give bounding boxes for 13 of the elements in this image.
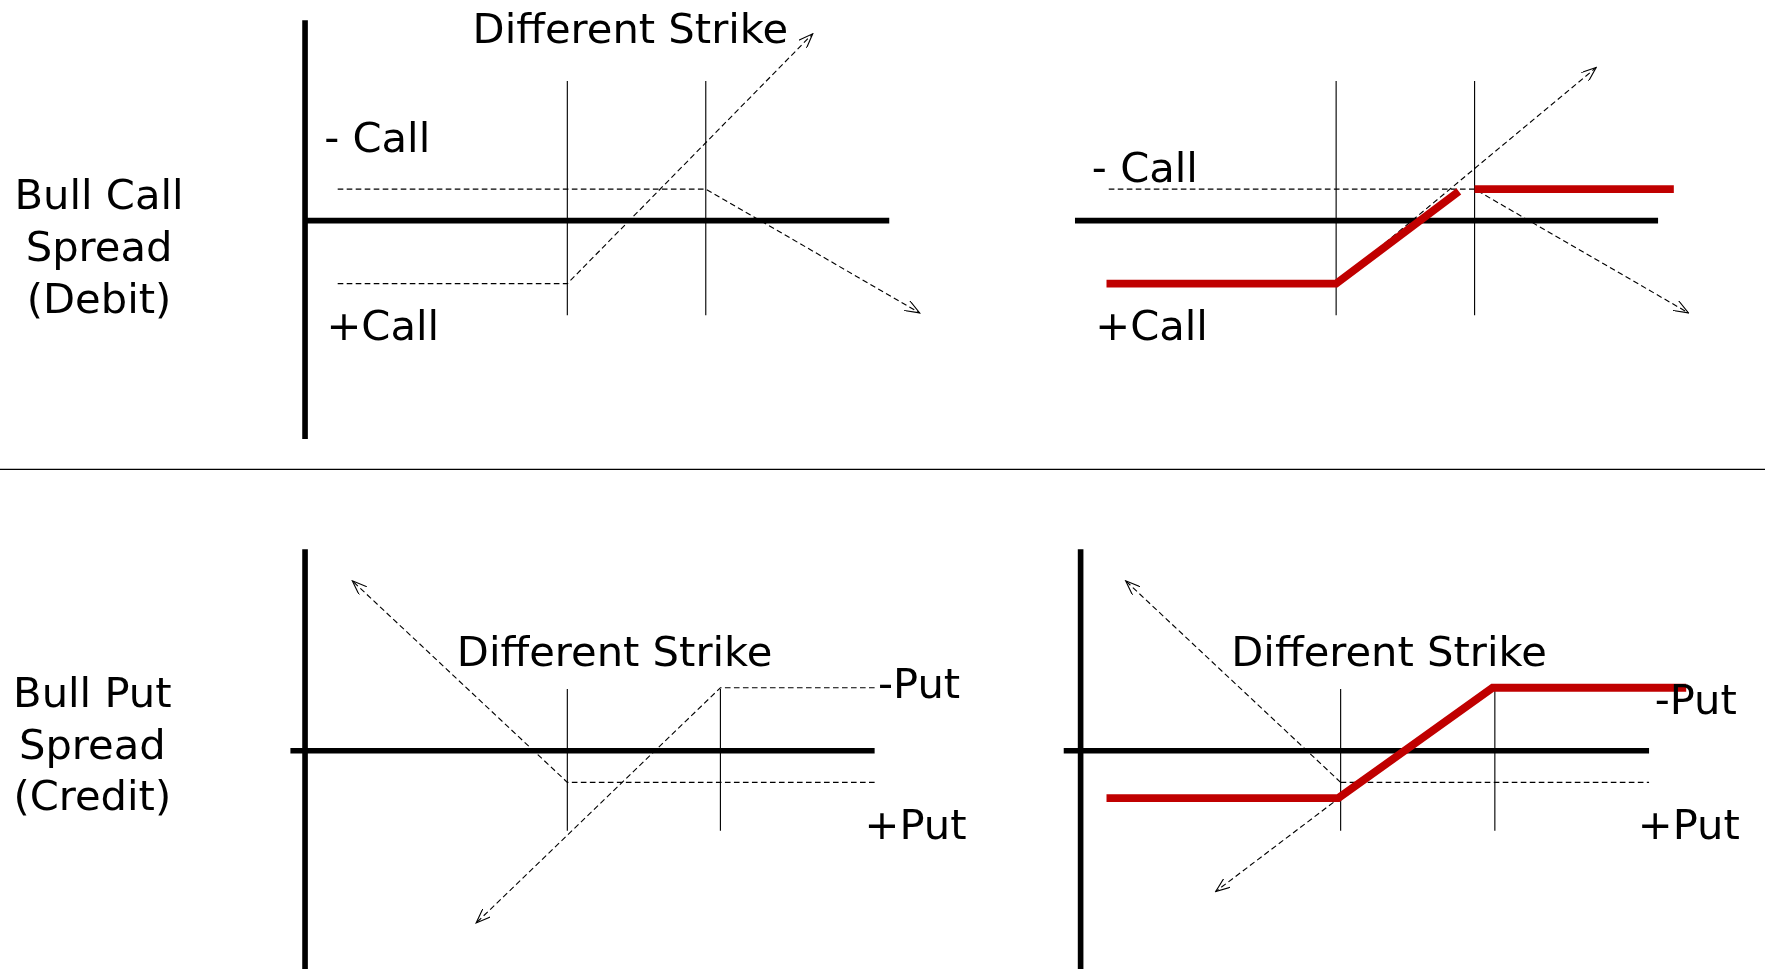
axis-label: -Put [878, 658, 961, 711]
axis-label: +Call [1095, 300, 1208, 353]
axis-label: +Put [1637, 799, 1740, 851]
row-title: Bull Call Spread (Debit) [13, 170, 185, 326]
axis-label: - Call [1091, 143, 1198, 195]
axis-label: - Call [324, 112, 431, 165]
axis-label: Different Strike [456, 627, 773, 679]
axis-label: +Put [864, 799, 967, 851]
axis-label: +Call [326, 300, 440, 353]
row-title: Bull Put Spread (Credit) [12, 667, 173, 823]
axis-label: -Put [1654, 674, 1737, 726]
axis-label: Different Strike [472, 3, 789, 55]
axis-label: Different Strike [1231, 627, 1547, 679]
